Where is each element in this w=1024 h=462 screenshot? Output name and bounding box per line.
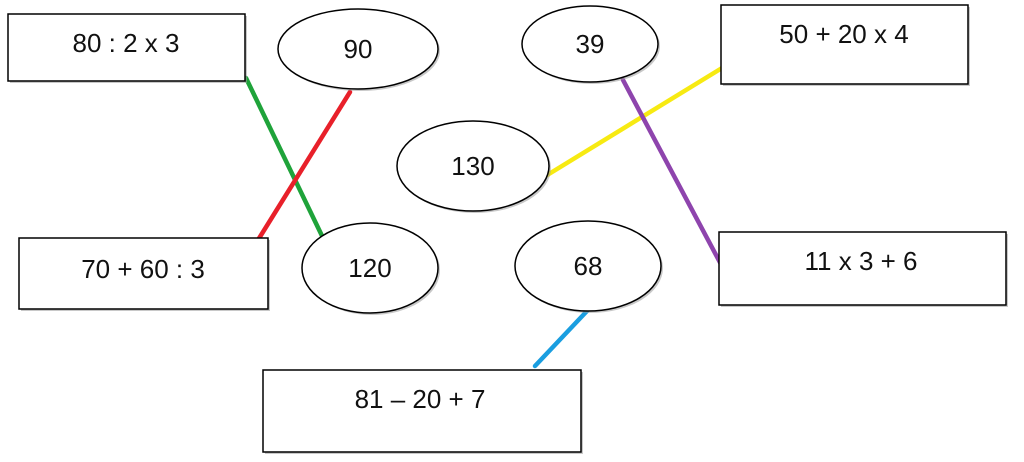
- link-line-e5-a5: [532, 308, 590, 369]
- link-line-e1-a4: [243, 75, 327, 243]
- answer-oval-a3: 130: [396, 120, 551, 213]
- answer-label: 120: [348, 253, 391, 283]
- answer-oval-a5: 68: [514, 220, 663, 313]
- answer-label: 130: [451, 151, 494, 181]
- expression-box-e2: 50 + 20 x 4: [720, 4, 970, 86]
- link-line-e4-a2: [620, 77, 727, 273]
- answer-label: 68: [574, 251, 603, 281]
- expression-label: 70 + 60 : 3: [81, 254, 205, 284]
- expression-label: 81 – 20 + 7: [355, 384, 486, 414]
- expression-box-e3: 70 + 60 : 3: [18, 237, 270, 311]
- expression-box-e4: 11 x 3 + 6: [718, 231, 1008, 307]
- expression-label: 11 x 3 + 6: [805, 246, 918, 276]
- link-line-e3-a1: [255, 89, 353, 243]
- answer-oval-a2: 39: [521, 5, 660, 84]
- answer-oval-a1: 90: [277, 8, 440, 91]
- expression-label: 80 : 2 x 3: [73, 28, 180, 58]
- answer-label: 39: [576, 29, 605, 59]
- expression-box-e1: 80 : 2 x 3: [7, 13, 247, 83]
- answer-label: 90: [344, 34, 373, 64]
- expression-box-e5: 81 – 20 + 7: [262, 369, 583, 454]
- expression-label: 50 + 20 x 4: [779, 19, 908, 49]
- link-line-e2-a3: [541, 65, 725, 180]
- answer-oval-a4: 120: [301, 222, 440, 315]
- connector-lines: [243, 65, 727, 369]
